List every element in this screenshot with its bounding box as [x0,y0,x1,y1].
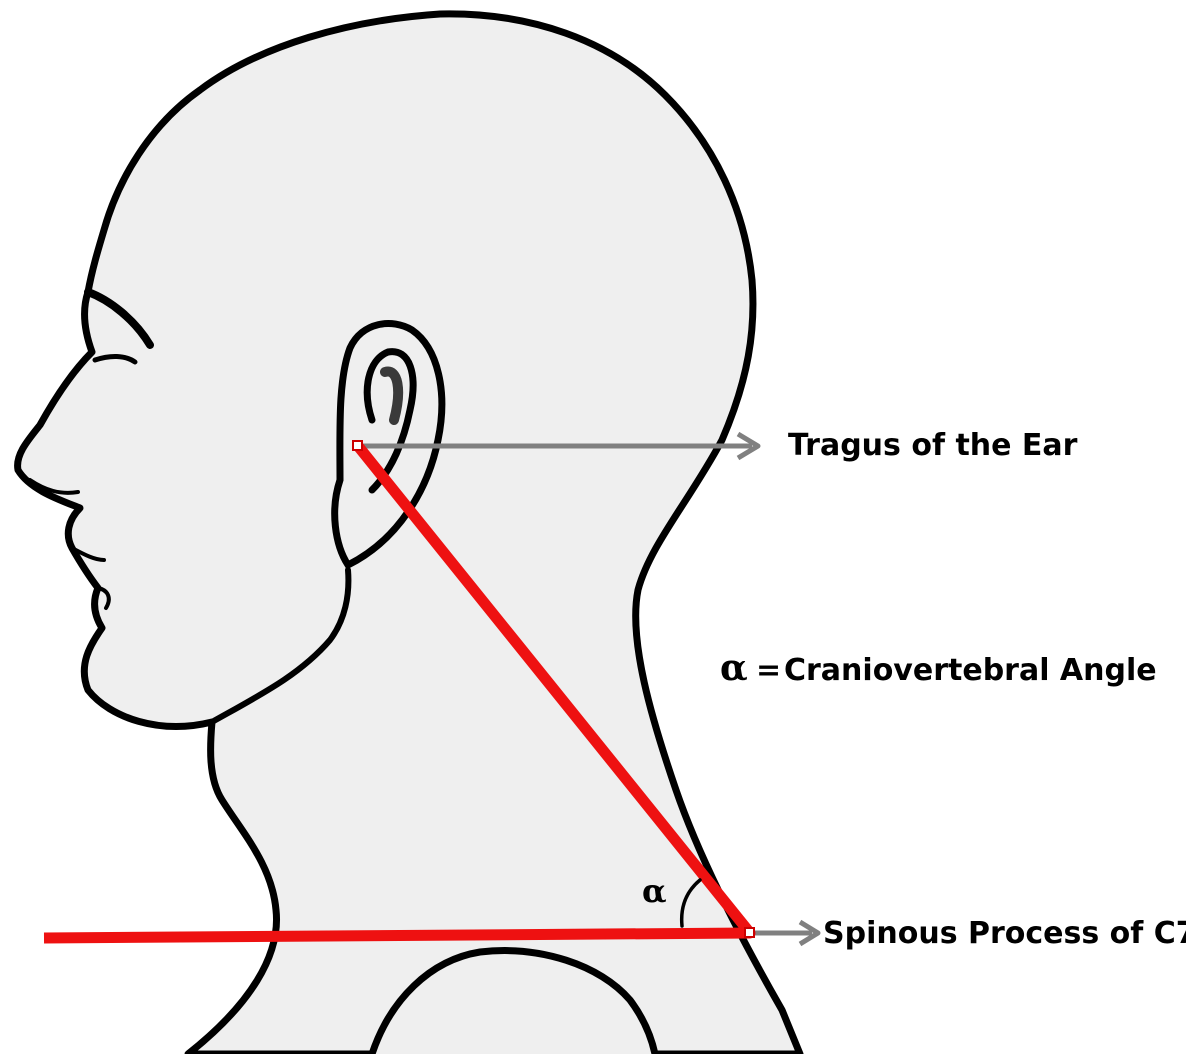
c7-marker [744,927,755,938]
jaw-line [209,567,352,725]
tragus-pointer-arrow [360,431,761,461]
shoulder-arc [368,947,659,1054]
tragus-label: Tragus of the Ear [788,428,1078,463]
nose-detail [28,478,80,495]
head-silhouette [14,10,804,1054]
c7-pointer-arrow [752,919,821,947]
lips-detail [70,546,111,610]
angle-alpha-symbol: α [642,872,667,910]
angle-arc [679,878,702,928]
ear-helix-shadow [380,366,404,425]
craniovertebral-angle-label: Craniovertebral Angle [784,653,1157,688]
legend-equals-sign: = [756,653,781,688]
tragus-to-c7-line [352,440,756,939]
c7-label: Spinous Process of C7 [823,916,1186,951]
eye [92,354,138,365]
eyebrow [84,288,154,349]
legend-alpha-symbol: α [720,647,748,689]
horizontal-reference-line [43,927,751,944]
tragus-marker [352,440,363,451]
ear-inner [363,348,417,494]
